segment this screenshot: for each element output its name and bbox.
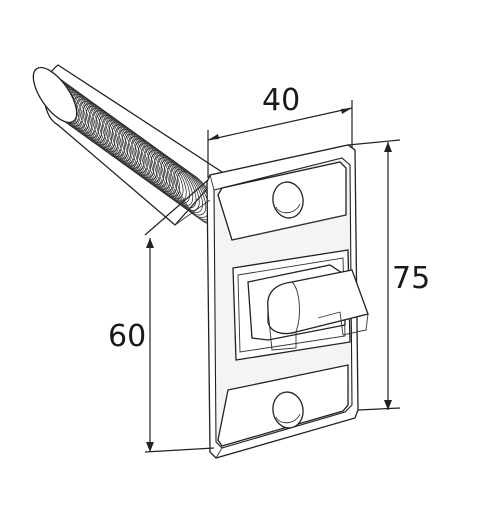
dimension-width [207,100,353,178]
thread-ring [160,159,203,214]
dim-label-tube-height: 60 [108,319,146,354]
dimension-tube-height [144,179,215,453]
bottom-screw-hole [272,391,304,429]
thread-ring [163,161,207,216]
latch-body [206,144,369,459]
top-screw-hole [272,181,304,219]
dimension-total-height [347,139,401,411]
dim-label-width: 40 [262,83,300,118]
dim-label-total-height: 75 [392,261,430,296]
tube-threads [33,68,220,225]
tube-end-cap [32,66,78,124]
thread-ring [154,154,197,209]
threaded-tube [32,64,223,226]
thread-ring [167,164,210,218]
